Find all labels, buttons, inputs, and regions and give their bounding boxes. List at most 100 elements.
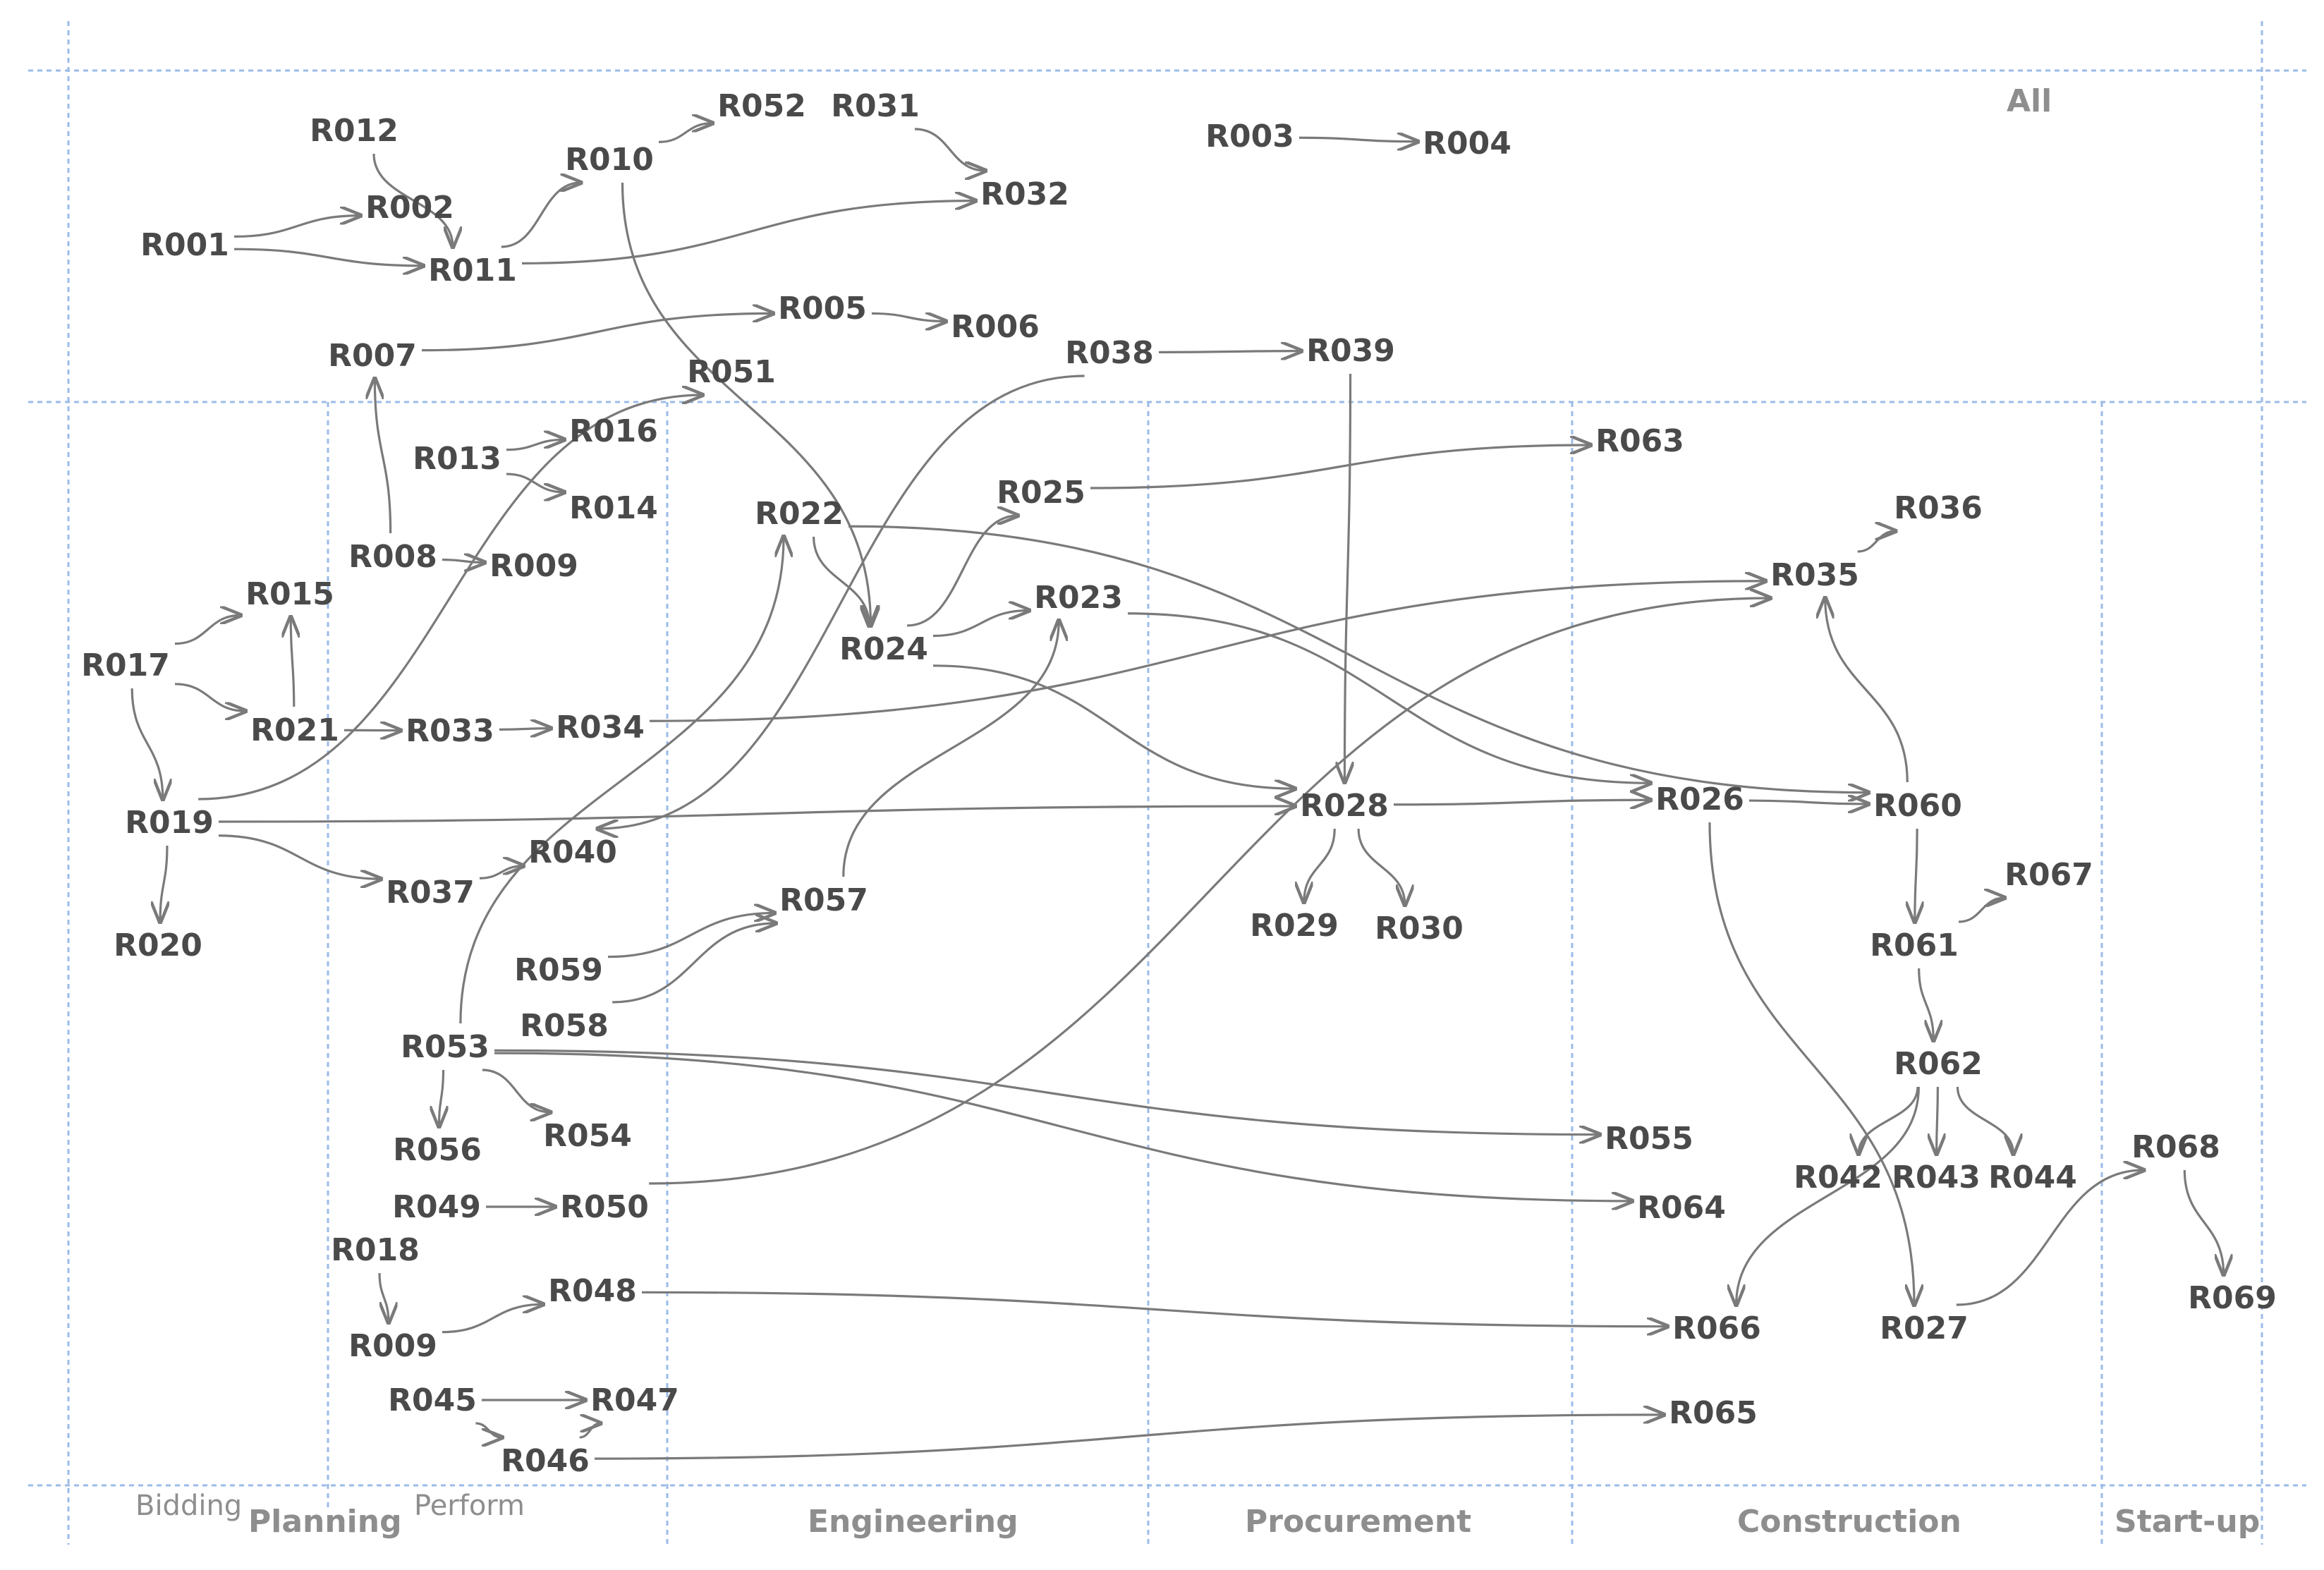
edge-r058-r057 [612,923,776,1004]
node-r049: R049 [392,1189,481,1225]
phase-label-bidding: Bidding [135,1490,242,1522]
node-r062: R062 [1894,1046,1983,1082]
edge-r026-r060 [1748,801,1868,804]
edge-r008-r007 [375,379,392,534]
node-r053: R053 [401,1029,489,1065]
edge-r033-r034 [499,729,551,730]
edge-r024-r028 [932,664,1295,789]
edge-r039-r028 [1344,373,1350,782]
node-r051: R051 [687,354,776,390]
phase-label-construction: Construction [1737,1504,1961,1540]
edge-r059-r057 [607,913,774,959]
edge-r050-r035 [649,598,1770,1185]
node-r013: R013 [413,441,501,477]
edge-r024-r023 [932,611,1029,638]
edge-r053-r064 [494,1052,1632,1201]
swimlane-grid [28,21,2306,1545]
node-r039: R039 [1306,333,1395,369]
node-r055: R055 [1605,1121,1693,1157]
node-r034: R034 [556,710,645,746]
edge-r057-r023 [842,621,1059,877]
node-r014: R014 [569,490,658,526]
edge-r001-r002 [233,216,360,238]
edge-r010-r052 [658,123,712,143]
node-r032: R032 [980,176,1069,212]
node-r004: R004 [1423,126,1511,162]
phase-label-procurement: Procurement [1245,1504,1471,1540]
node-r044: R044 [1988,1160,2077,1195]
node-r016: R016 [569,413,658,449]
phase-label-perform: Perform [414,1490,525,1522]
node-r054: R054 [543,1118,632,1154]
edge-r011-r032 [521,201,975,264]
node-r046: R046 [501,1443,590,1479]
edge-r022-r060 [848,525,1868,792]
node-r048: R048 [548,1273,637,1309]
edge-r001-r011 [233,248,423,266]
edge-r062-r042 [1858,1086,1919,1154]
node-r035: R035 [1770,557,1859,593]
edge-r053-r055 [494,1049,1600,1134]
edge-r048-r066 [641,1291,1667,1326]
node-r011: R011 [428,252,517,288]
node-r060: R060 [1873,788,1962,824]
node-r006: R006 [951,309,1040,345]
node-r030: R030 [1375,911,1464,947]
node-r058: R058 [520,1008,609,1044]
edge-r031-r032 [914,128,985,171]
node-r028: R028 [1300,788,1389,824]
edge-r026-r027 [1708,822,1914,1305]
node-r012: R012 [310,113,399,149]
node-r003: R003 [1205,118,1294,154]
node-r045: R045 [388,1382,477,1418]
edge-r034-r035 [649,581,1765,722]
edge-r025-r063 [1090,445,1590,489]
node-r005: R005 [778,291,867,327]
edge-r011-r010 [501,183,580,248]
node-r047: R047 [590,1382,679,1418]
node-r050: R050 [560,1189,649,1225]
node-r059: R059 [514,952,603,988]
node-r043: R043 [1892,1160,1981,1195]
edge-r037-r040 [479,866,523,880]
edge-r038-r039 [1158,351,1301,353]
edge-r028-r030 [1357,828,1405,905]
node-r010: R010 [565,142,654,178]
edge-r017-r015 [174,615,241,645]
edge-r017-r021 [174,683,245,711]
node-r040: R040 [528,834,617,870]
edge-r013-r014 [506,473,564,492]
edge-r060-r035 [1825,598,1909,783]
node-r009b: R009 [348,1328,437,1364]
edge-r022-r024 [813,536,870,626]
node-r018: R018 [331,1232,420,1268]
node-r061: R061 [1870,927,1959,963]
node-r025: R025 [997,475,1085,511]
node-r036: R036 [1894,490,1983,526]
node-r069: R069 [2188,1280,2277,1316]
edge-r045-r046 [475,1422,501,1437]
edge-r017-r019 [130,688,163,799]
edge-r061-r062 [1918,968,1934,1040]
node-r065: R065 [1669,1395,1758,1431]
edge-r008-r009a [442,560,485,563]
edge-r053-r022 [459,537,784,1024]
edge-r005-r006 [871,313,946,321]
edge-r053-r054 [482,1069,550,1112]
edge-r010-r024 [621,182,870,626]
node-r007: R007 [328,338,417,374]
node-r027: R027 [1880,1310,1969,1346]
node-r023: R023 [1034,580,1123,616]
node-r042: R042 [1794,1160,1882,1195]
edge-r013-r016 [506,439,564,451]
edge-r021-r015 [291,617,294,707]
node-r063: R063 [1595,423,1684,459]
edge-r007-r005 [421,313,773,352]
node-r056: R056 [393,1132,482,1168]
edge-r062-r043 [1937,1086,1938,1154]
edge-r035-r036 [1857,531,1895,553]
node-r021: R021 [250,712,339,748]
node-r038: R038 [1065,335,1154,371]
node-r037: R037 [386,875,475,911]
